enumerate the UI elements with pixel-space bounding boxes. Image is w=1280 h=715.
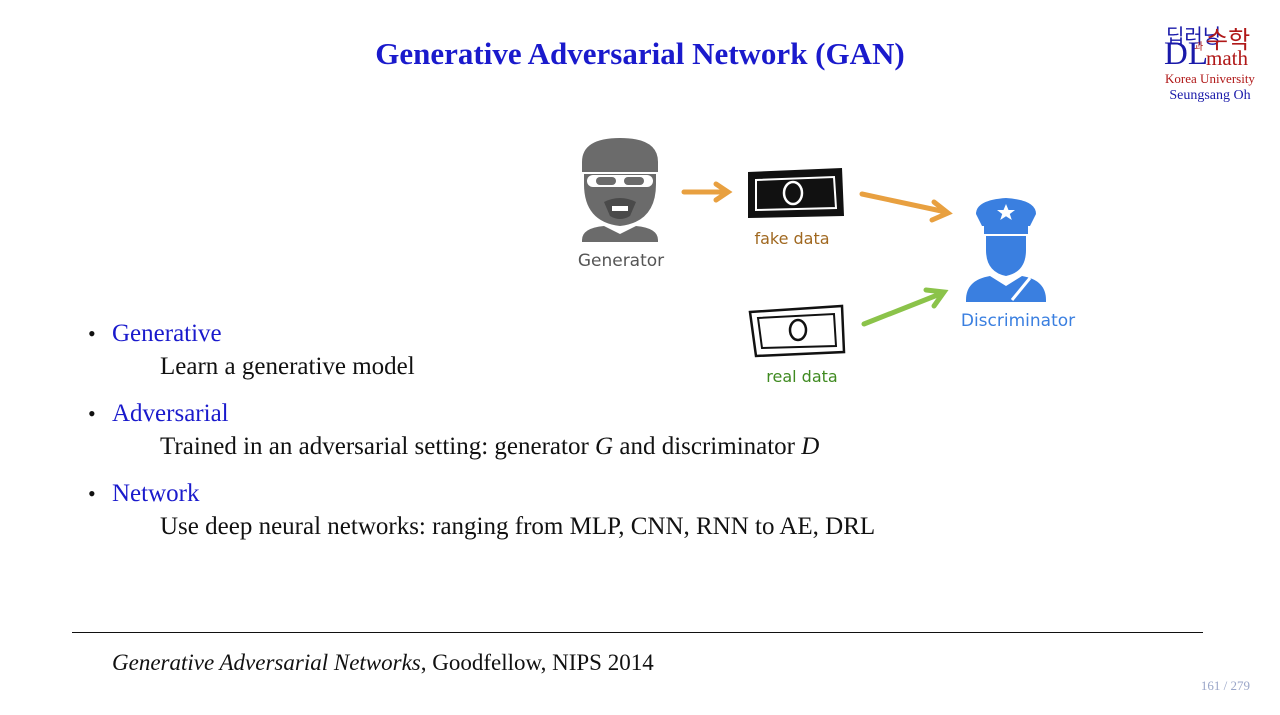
symbol-g: G xyxy=(595,433,614,460)
gan-diagram: Generator fake data Discriminator real d… xyxy=(578,138,1075,386)
bullet-item: • Network Use deep neural networks: rangi… xyxy=(88,478,875,544)
reference-source: , Goodfellow, NIPS 2014 xyxy=(420,650,654,675)
bullet-description: Trained in an adversarial setting: gener… xyxy=(160,433,820,460)
logo-korean-and: 과 xyxy=(1194,42,1204,53)
bullet-item: • Adversarial Trained in an adversarial s… xyxy=(88,398,875,464)
generator-label: Generator xyxy=(578,251,664,271)
logo-korean-deeplearning: 딥러닝 xyxy=(1166,26,1222,48)
bullet-marker: • xyxy=(88,321,96,346)
page-number: 161 / 279 xyxy=(1200,678,1250,693)
discriminator-label: Discriminator xyxy=(961,311,1075,331)
bullet-heading: Adversarial xyxy=(112,400,229,427)
generator-icon xyxy=(582,138,658,242)
logo-university: Korea University xyxy=(1165,71,1255,86)
fake-bill-icon xyxy=(748,168,844,218)
reference-title: Generative Adversarial Networks xyxy=(112,650,421,675)
arrow-fake-to-discriminator xyxy=(859,191,953,223)
bullet-description: Use deep neural networks: ranging from M… xyxy=(160,513,876,540)
star-badge-icon xyxy=(997,204,1015,220)
logo-dl: DL xyxy=(1164,36,1208,72)
uniform-strap xyxy=(1010,277,1032,301)
logo-korean-math: 수학 xyxy=(1206,28,1251,54)
bullet-marker: • xyxy=(88,401,96,426)
bullet-list: • Generative Learn a generative model • Ad… xyxy=(88,318,875,558)
logo-author: Seungsang Oh xyxy=(1169,88,1251,103)
slide-title: Generative Adversarial Network (GAN) xyxy=(375,36,905,71)
bullet-marker: • xyxy=(88,481,96,506)
fake-data-label: fake data xyxy=(754,229,829,248)
symbol-d: D xyxy=(801,433,820,460)
reference: Generative Adversarial Networks, Goodfel… xyxy=(112,650,654,676)
footnote-divider xyxy=(72,632,1203,633)
bullet-heading: Network xyxy=(112,480,200,507)
real-data-label: real data xyxy=(766,367,837,386)
arrow-generator-to-fake xyxy=(681,181,733,203)
logo-math: math xyxy=(1206,46,1248,70)
arrow-real-to-discriminator xyxy=(861,287,949,327)
discriminator-icon xyxy=(966,198,1046,302)
real-bill-icon xyxy=(748,304,846,358)
bullet-item: • Generative Learn a generative model xyxy=(88,318,875,384)
bullet-description: Learn a generative model xyxy=(160,353,415,380)
bullet-heading: Generative xyxy=(112,320,222,347)
